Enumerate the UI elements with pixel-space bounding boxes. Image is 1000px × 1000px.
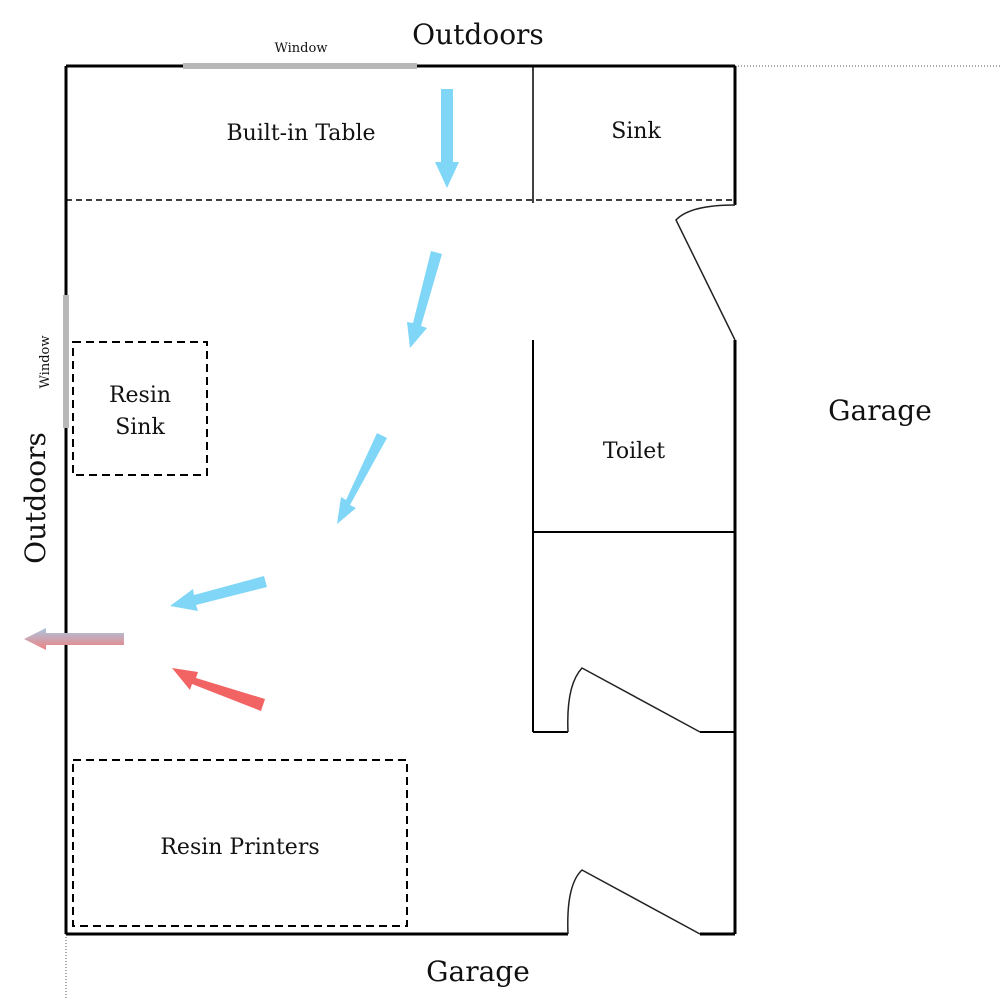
garage-bottom-label: Garage (426, 955, 530, 988)
resin-printers-area (72, 759, 408, 927)
toilet-label: Toilet (603, 439, 665, 464)
resin-sink-label-line1: Resin (109, 383, 171, 408)
outer-walls (64, 64, 737, 936)
exhaust-out-arrow (24, 628, 124, 650)
airflow-in-arrows (170, 89, 459, 611)
garage-right-label: Garage (828, 394, 932, 427)
toilet-room-walls (532, 340, 735, 733)
sink-label: Sink (611, 119, 661, 144)
airflow-out-arrow (172, 668, 265, 711)
resin-sink-label-line2: Sink (115, 415, 165, 440)
airflow-arrow-4 (170, 576, 267, 611)
resin-sink-area (72, 341, 208, 476)
outdoors-left-label: Outdoors (19, 432, 52, 564)
airflow-arrow-3 (337, 433, 387, 524)
window-top-label: Window (275, 41, 328, 56)
airflow-arrow-1 (435, 89, 459, 188)
door-inner (567, 667, 701, 733)
door-garage-right (675, 204, 736, 341)
airflow-arrow-2 (407, 251, 442, 348)
window-left-label: Window (38, 336, 53, 389)
resin-printers-label: Resin Printers (160, 835, 319, 860)
built-in-table-label: Built-in Table (226, 121, 375, 146)
outdoors-top-label: Outdoors (412, 18, 544, 51)
door-garage-bottom (567, 869, 701, 935)
